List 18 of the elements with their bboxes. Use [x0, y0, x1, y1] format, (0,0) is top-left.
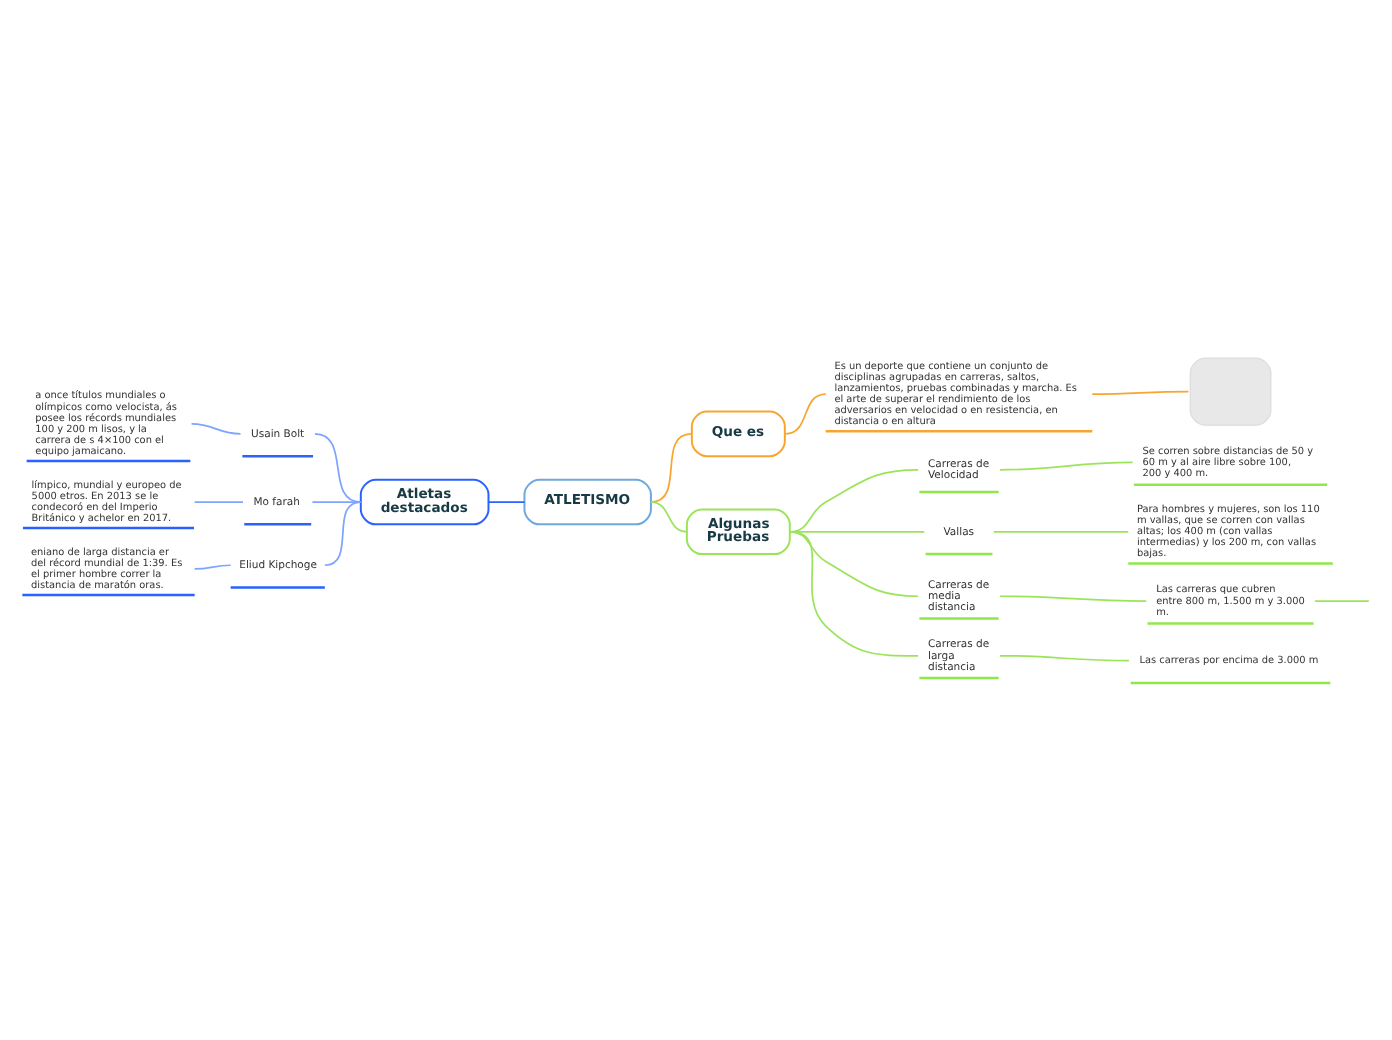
connector: [190, 423, 242, 435]
connector: [1091, 390, 1190, 395]
connector: [788, 468, 919, 533]
connector: [999, 654, 1130, 662]
connector: [992, 530, 1130, 533]
connector: [193, 564, 232, 570]
connector: [999, 595, 1148, 603]
connector: [311, 501, 362, 503]
connector: [650, 432, 693, 503]
connector: [487, 501, 526, 503]
connector: [323, 501, 362, 567]
connector: [788, 530, 919, 657]
connector: [650, 501, 688, 533]
connector: [1314, 600, 1370, 603]
connector: [193, 501, 244, 503]
node-box: [1189, 357, 1272, 426]
connector: [999, 461, 1134, 471]
connector: [784, 393, 827, 435]
